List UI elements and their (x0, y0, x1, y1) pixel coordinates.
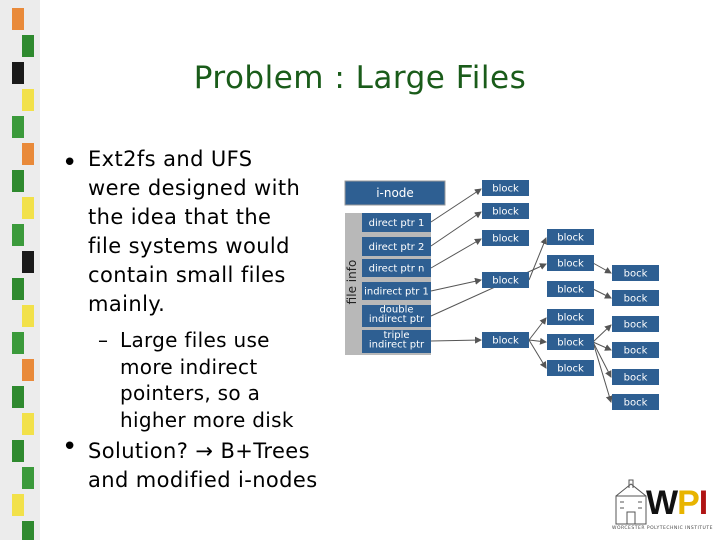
strip-square (12, 62, 24, 84)
indirect-block (547, 334, 594, 350)
strip-square (12, 440, 24, 462)
double-indirect-block-label: bock (624, 398, 648, 409)
data-block-label: block (492, 207, 519, 218)
strip-square (12, 116, 24, 138)
data-block-label: block (492, 234, 519, 245)
strip-square (12, 8, 24, 30)
wpi-logo (615, 479, 647, 525)
data-block-label: block (492, 184, 519, 195)
sub-bullet-text: Large files use more indirect pointers, … (120, 328, 294, 432)
double-indirect-block-label: bock (624, 294, 648, 305)
decorative-strip (0, 0, 40, 540)
file-info-label: file info (345, 260, 359, 305)
inode-row (362, 282, 431, 300)
inode-row-label: indirect ptr 1 (364, 287, 429, 298)
pointer-arrow (592, 341, 612, 351)
strip-square (22, 251, 34, 273)
data-block (482, 203, 529, 219)
strip-square (22, 359, 34, 381)
inode-row-label: direct ptr 1 (369, 218, 425, 229)
data-block (482, 332, 529, 348)
indirect-block (547, 281, 594, 297)
pointer-arrow (528, 339, 547, 369)
indirect-block (547, 360, 594, 376)
strip-square (12, 278, 24, 300)
indirect-block-label: block (557, 313, 584, 324)
double-indirect-block (612, 290, 659, 306)
pointer-arrow (592, 262, 612, 274)
pointer-arrow (430, 188, 482, 223)
indirect-block (547, 309, 594, 325)
wpi-logo-text: WPI (646, 484, 708, 522)
bullet-marker: • (62, 432, 78, 462)
double-indirect-block-label: bock (624, 346, 648, 357)
data-block-label: block (492, 336, 519, 347)
strip-square (22, 143, 34, 165)
bullet-marker: • (62, 148, 78, 178)
indirect-block (547, 229, 594, 245)
indirect-block (547, 255, 594, 271)
double-indirect-block (612, 316, 659, 332)
strip-square (22, 521, 34, 540)
double-indirect-block (612, 265, 659, 281)
double-indirect-block-label: bock (624, 320, 648, 331)
inode-row-label: direct ptr n (369, 264, 425, 275)
pointer-arrow (592, 341, 613, 403)
pointer-arrow (528, 337, 547, 345)
strip-square (12, 224, 24, 246)
bullet-text-1: Ext2fs and UFS were designed with the id… (88, 147, 301, 316)
inode-label: i-node (376, 186, 414, 200)
strip-square (22, 35, 34, 57)
double-indirect-block-label: bock (624, 269, 648, 280)
pointer-arrow (528, 237, 547, 281)
strip-square (22, 89, 34, 111)
pointer-arrow (592, 288, 612, 299)
strip-square (22, 305, 34, 327)
inode-row-label: direct ptr 2 (369, 242, 425, 253)
strip-square (22, 467, 34, 489)
data-block (482, 272, 529, 288)
double-indirect-block (612, 369, 659, 385)
wpi-logo-subtext: WORCESTER POLYTECHNIC INSTITUTE (612, 526, 713, 531)
pointer-arrow (430, 263, 547, 317)
strip-square (12, 386, 24, 408)
data-block-label: block (492, 276, 519, 287)
pointer-arrow (528, 317, 547, 341)
pointer-arrow (592, 341, 612, 378)
inode-row (362, 213, 431, 232)
inode-row (362, 237, 431, 256)
pointer-arrow (430, 238, 482, 269)
strip-square (12, 494, 24, 516)
indirect-block-label: block (557, 285, 584, 296)
slide-title: Problem : Large Files (193, 60, 527, 96)
strip-square (12, 170, 24, 192)
pointer-arrow (430, 277, 482, 292)
inode-row (362, 259, 431, 277)
inode-row (362, 305, 431, 327)
bullet-text-2: Solution? → B+Trees and modified i-nodes (88, 439, 318, 492)
sub-bullet-dash: – (98, 328, 109, 352)
indirect-block-label: block (557, 259, 584, 270)
inode-header (344, 180, 446, 206)
pointer-arrow (430, 336, 482, 344)
strip-square (12, 332, 24, 354)
data-block (482, 230, 529, 246)
data-block (482, 180, 529, 196)
pointer-arrow (430, 211, 482, 247)
strip-square (22, 197, 34, 219)
double-indirect-block-label: bock (624, 373, 648, 384)
indirect-block-label: block (557, 364, 584, 375)
double-indirect-block (612, 394, 659, 410)
strip-square (22, 413, 34, 435)
indirect-block-label: block (557, 338, 584, 349)
double-indirect-block (612, 342, 659, 358)
pointer-arrow (592, 324, 612, 343)
indirect-block-label: block (557, 233, 584, 244)
inode-row (362, 330, 431, 353)
